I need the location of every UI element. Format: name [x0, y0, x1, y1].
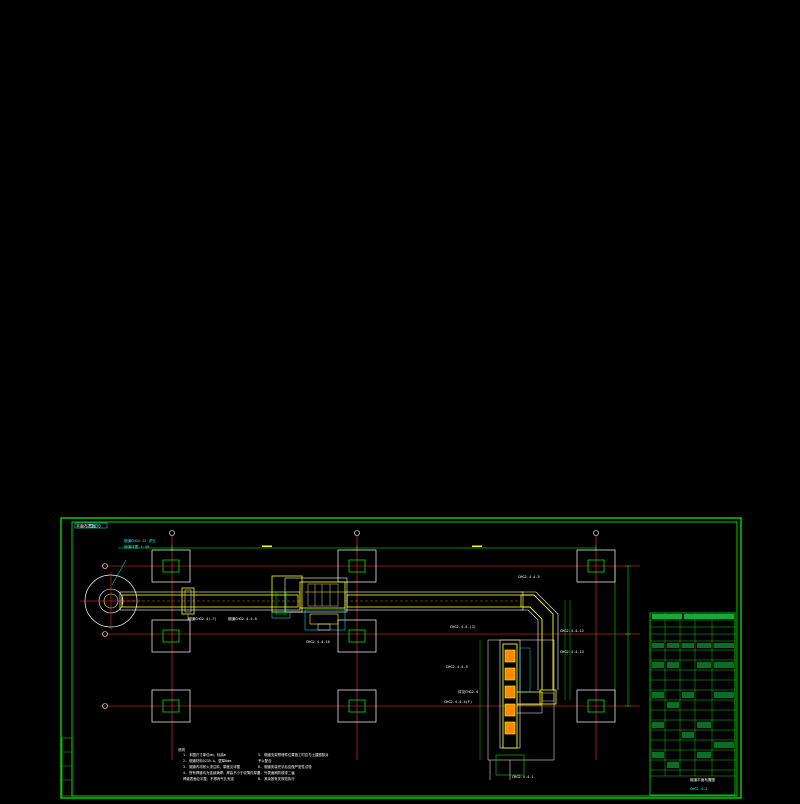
title-block-cell: [667, 702, 679, 708]
note-line: 7. 外表面刷防锈漆二遍: [258, 770, 295, 775]
note-line: 2. 烟道材料Q235-A，壁厚6mm: [183, 758, 231, 763]
callout-bottom: CHG2.4.4-1: [512, 775, 534, 779]
grid-bubbles: [102, 530, 599, 709]
title-block-cell: [697, 643, 711, 648]
main-duct: [119, 591, 524, 611]
callout-right-b: CHG2.4.4-12: [560, 629, 584, 633]
note-line: 6. 烟道安装完毕后应做严密性试验: [258, 764, 312, 769]
note-line: 8. 其余按有关规范执行: [258, 776, 295, 781]
top-dimension-values: [262, 545, 482, 547]
callout-top-left: 烟道CHG4-12 详见: [124, 538, 156, 543]
title-block-rows: [650, 613, 735, 777]
title-block-cell: [714, 692, 734, 698]
note-line: 1. 本图尺寸单位mm，标高m: [183, 752, 226, 757]
callout-top-left-2: 烟道详图 1:50: [124, 544, 149, 549]
title-block-cell: [667, 762, 679, 768]
footing-b1: [337, 549, 377, 583]
branch-duct: [487, 639, 555, 780]
scale-tag-text: 1:50: [91, 524, 101, 529]
title-block-cell: [682, 643, 694, 648]
callout-right-a: CHG2.4.4-5: [518, 575, 540, 579]
title-block-cell: [652, 692, 664, 698]
title-block-cell: [682, 692, 694, 698]
callout-right-f: 详见CHG2.4: [458, 689, 478, 694]
general-notes: 说明 1. 本图尺寸单位mm，标高m 2. 烟道材料Q235-A，壁厚6mm 3…: [178, 747, 329, 781]
title-block-text: 烟道平面布置图 CHG2.4-1: [690, 777, 716, 791]
callout-left-a: 烟道CHG2.4(-7): [188, 616, 217, 621]
title-block-cell: [697, 752, 711, 758]
chimney: [80, 572, 140, 630]
grid-lines: [100, 536, 640, 760]
callout-right-c: CHG2.4.4-13: [560, 650, 584, 654]
callout-right-e: CHG2.4.4-3: [446, 665, 468, 669]
central-transition: [271, 575, 348, 631]
note-line: 4. 所有焊缝均为连续满焊，焊高不小于较薄件厚度: [183, 770, 261, 775]
title-block-cell: [652, 643, 664, 648]
title-block-cell: [652, 662, 664, 668]
footing-c3: [576, 689, 616, 723]
annotations: 烟道CHG4-12 详见 烟道详图 1:50 烟道CHG2.4(-7) 烟道CH…: [111, 538, 584, 779]
title-block: [649, 612, 736, 796]
title-block-header-cell: [684, 614, 734, 619]
title-block-cell: [667, 662, 679, 668]
title-block-project: 烟道平面布置图: [690, 777, 716, 782]
note-line: 予以配合: [258, 758, 272, 763]
callout-right-g: CHG2.4.4-4(F): [444, 700, 472, 704]
note-line: 3. 烟道内衬耐火浇注料，厚度见详图: [183, 764, 241, 769]
title-block-drawing-no: CHG2.4-1: [690, 787, 707, 791]
title-block-cell: [652, 722, 664, 728]
footing-a2: [151, 619, 191, 653]
title-block-cell: [682, 732, 694, 738]
callout-right-d: CHG2.4.4-(3): [450, 625, 476, 629]
title-block-cell: [667, 643, 679, 648]
note-line: 5. 烟道支架预埋件位置施工时应与土建图核对: [258, 752, 329, 757]
title-block-cell: [697, 662, 711, 668]
callout-left-b: 烟道CHG2.4.4-8: [228, 616, 257, 621]
footing-a3: [151, 689, 191, 723]
footing-a1: [151, 549, 191, 583]
title-block-cell: [714, 662, 734, 668]
branch-dimensions: [479, 600, 571, 760]
title-block-cell: [652, 752, 664, 758]
column-footings: [151, 549, 616, 723]
right-dimension: [614, 565, 631, 707]
title-tag-text: 平面布置图: [76, 523, 96, 529]
title-block-cell: [714, 643, 734, 648]
sheet-outer-border: [60, 517, 742, 799]
notes-title: 说明: [178, 747, 185, 752]
footing-b3: [337, 689, 377, 723]
title-block-cell: [714, 742, 734, 748]
revision-strip: [61, 737, 73, 797]
note-line: 焊缝表面应平整，不得有气孔夹渣: [183, 776, 234, 781]
sheet-inner-border: [71, 521, 738, 797]
title-block-cell: [697, 722, 711, 728]
footing-c1: [576, 549, 616, 583]
title-block-header-cell: [652, 614, 682, 619]
callout-mid-a: CHG2.4.4-10: [306, 640, 330, 644]
footing-b2: [337, 619, 377, 653]
title-tag: 平面布置图 1:50: [74, 523, 108, 529]
